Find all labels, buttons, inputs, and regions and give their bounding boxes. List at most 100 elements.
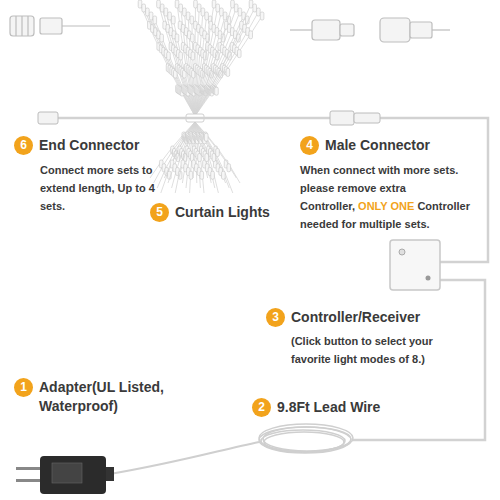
bulb	[175, 0, 179, 8]
bulb	[146, 8, 150, 16]
bulb	[189, 171, 193, 179]
strand	[195, 12, 258, 116]
male-connector	[354, 113, 380, 123]
curtain-light-strands	[138, 0, 264, 193]
callout-text: (Click button to select your favorite li…	[291, 331, 473, 367]
bulb	[223, 12, 227, 20]
bulb	[257, 8, 261, 16]
callout-number: 6	[14, 136, 33, 155]
bulb	[191, 34, 195, 42]
strand	[177, 4, 195, 116]
bulb	[200, 171, 204, 179]
bulb	[237, 50, 241, 58]
bulb	[168, 12, 172, 20]
strand	[175, 122, 195, 193]
bulb	[212, 0, 216, 8]
strand	[195, 8, 255, 116]
end-connector	[38, 112, 58, 124]
callout-heading: 2 9.8Ft Lead Wire	[252, 398, 432, 417]
strand	[195, 16, 262, 116]
callout-heading: 4 Male Connector	[300, 136, 490, 155]
bulb	[216, 149, 220, 157]
bulb	[220, 8, 224, 16]
callout-text: When connect with more sets. please remo…	[300, 160, 472, 232]
bulb	[160, 4, 164, 12]
strand	[195, 20, 247, 116]
bulb	[204, 133, 208, 141]
bulb	[215, 87, 219, 95]
male-connector	[330, 111, 354, 125]
bulb	[231, 0, 235, 8]
strand	[195, 4, 233, 116]
controller-receiver	[426, 276, 431, 281]
bulb	[197, 4, 201, 12]
bulb	[194, 0, 198, 8]
bulb	[179, 52, 183, 60]
wire-coil	[259, 424, 353, 453]
controller-box	[390, 240, 440, 290]
connector-detail	[290, 18, 450, 42]
strand	[161, 122, 195, 193]
callout-heading: 3Controller/Receiver	[266, 308, 476, 327]
strand	[195, 122, 222, 178]
callout-number: 3	[266, 308, 285, 327]
bulb	[253, 4, 257, 12]
part-note: Connect more sets to extend length, Up t…	[40, 164, 155, 212]
strand	[195, 122, 236, 178]
strand	[151, 16, 195, 116]
strand	[195, 122, 215, 188]
strand	[195, 16, 225, 116]
strand	[195, 16, 244, 116]
strand	[195, 12, 221, 116]
callout-number: 1	[14, 378, 33, 397]
strand	[195, 122, 218, 193]
bulb	[167, 52, 171, 60]
bulb	[183, 8, 187, 16]
bulb	[249, 31, 253, 39]
bulb	[175, 34, 179, 42]
bulb	[190, 16, 194, 24]
callout-text: Connect more sets to extend length, Up t…	[40, 160, 168, 214]
strand	[162, 8, 195, 116]
strand	[147, 12, 195, 116]
strand	[195, 12, 240, 116]
bulb	[212, 154, 216, 162]
bulb	[153, 16, 157, 24]
part-name: Male Connector	[325, 136, 430, 155]
strand	[159, 4, 196, 116]
adapter-label	[52, 463, 82, 483]
strand	[144, 8, 195, 116]
bulb	[222, 171, 226, 179]
bulb	[142, 4, 146, 12]
bulb	[138, 0, 142, 8]
strand	[172, 122, 195, 188]
callout-number: 4	[300, 136, 319, 155]
bulb	[191, 52, 195, 60]
part-name: Curtain Lights	[175, 203, 270, 222]
bulb	[164, 8, 168, 16]
bulb	[238, 8, 242, 16]
callout-number: 2	[252, 398, 271, 417]
callout-heading: 1Adapter(UL Listed, Waterproof)	[14, 378, 164, 416]
bulb	[172, 16, 176, 24]
bulb	[211, 171, 215, 179]
strand	[140, 4, 195, 116]
bulb	[157, 0, 161, 8]
bulb	[198, 154, 202, 162]
part-note-highlight: ONLY ONE	[358, 200, 414, 212]
bulb	[205, 12, 209, 20]
strand	[181, 8, 195, 116]
bulb	[227, 164, 231, 172]
callout-number: 5	[150, 203, 169, 222]
strand	[170, 16, 195, 116]
strand	[154, 122, 195, 183]
part-name: 9.8Ft Lead Wire	[277, 398, 380, 417]
adapter-body	[40, 456, 106, 494]
callout-heading: 6End Connector	[14, 136, 194, 155]
connector-detail	[10, 16, 110, 36]
wire	[58, 117, 330, 120]
bulb	[201, 8, 205, 16]
bulb	[234, 4, 238, 12]
bulb	[216, 4, 220, 12]
